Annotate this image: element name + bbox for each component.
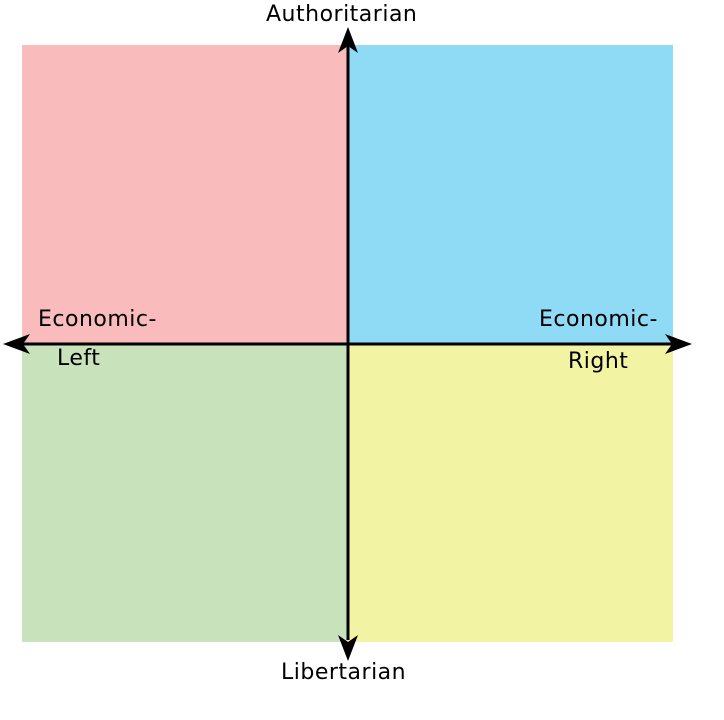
arrow-down-icon	[338, 635, 358, 661]
axis-label-economic-left-line2: Left	[57, 346, 101, 371]
axis-label-economic-right-line1: Economic-	[539, 307, 658, 332]
quadrant-libertarian-right	[348, 344, 673, 642]
quadrant-authoritarian-right	[348, 45, 673, 344]
quadrant-authoritarian-left	[22, 45, 348, 344]
axis-label-authoritarian: Authoritarian	[266, 2, 418, 27]
arrow-right-icon	[665, 334, 692, 354]
axis-label-economic-right-line2: Right	[568, 349, 629, 374]
quadrant-libertarian-left	[22, 344, 348, 642]
arrow-up-icon	[338, 27, 358, 53]
axis-label-economic-left-line1: Economic-	[38, 307, 157, 332]
axis-label-libertarian: Libertarian	[281, 660, 407, 685]
arrow-left-icon	[3, 334, 30, 354]
